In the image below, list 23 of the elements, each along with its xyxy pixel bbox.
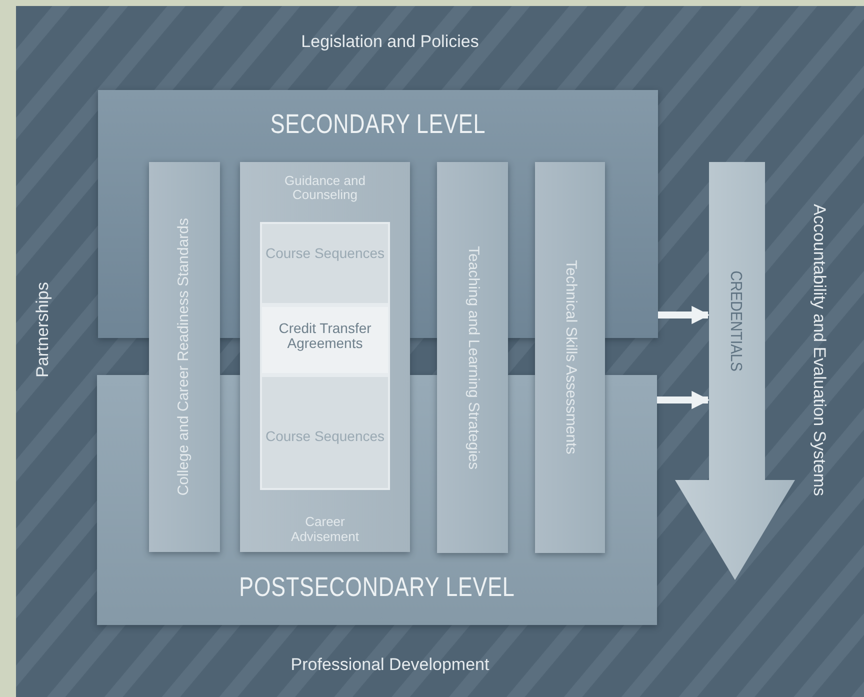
component-column bbox=[535, 162, 605, 553]
course-box bbox=[260, 375, 390, 490]
component-column bbox=[149, 162, 220, 552]
course-box bbox=[260, 222, 390, 305]
context-label: Accountability and Evaluation Systems bbox=[809, 204, 829, 496]
node-label: CREDENTIALS bbox=[726, 270, 744, 372]
level-heading: SECONDARY LEVEL bbox=[269, 110, 487, 140]
credit-transfer-box bbox=[260, 305, 390, 375]
context-label: Partnerships bbox=[33, 282, 53, 378]
node-label: Course Sequences bbox=[264, 246, 386, 262]
context-label: Professional Development bbox=[290, 655, 490, 674]
node-label: Teaching and Learning Strategies bbox=[464, 246, 481, 470]
arrow bbox=[658, 306, 710, 324]
component-column bbox=[437, 162, 508, 553]
node-label: Guidance and Counseling bbox=[284, 174, 366, 203]
node-label: Course Sequences bbox=[264, 429, 386, 444]
level-heading: POSTSECONDARY LEVEL bbox=[238, 573, 516, 603]
node-label: College and Career Readiness Standards bbox=[176, 218, 193, 496]
node-label: Credit Transfer Agreements bbox=[278, 321, 372, 352]
context-label: Legislation and Policies bbox=[301, 32, 479, 51]
node-label: Career Advisement bbox=[290, 515, 360, 544]
arrow bbox=[657, 390, 710, 410]
node-label: Technical Skills Assessments bbox=[562, 260, 578, 455]
